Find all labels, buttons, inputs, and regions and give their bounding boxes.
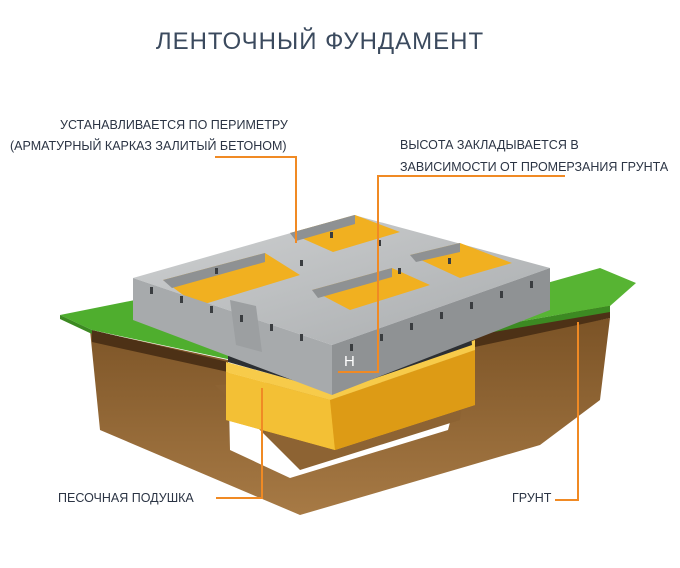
height-callout-line: [338, 175, 565, 373]
soil-label: ГРУНТ: [512, 491, 552, 505]
perimeter-callout-line: [215, 156, 297, 243]
height-marker: Н: [344, 353, 355, 370]
callout-lines: [215, 156, 579, 501]
sand-callout-line: [216, 388, 263, 499]
concrete-foundation: [133, 215, 550, 395]
soil-callout-line: [555, 322, 579, 501]
perimeter-label-line2: (АРМАТУРНЫЙ КАРКАЗ ЗАЛИТЫЙ БЕТОНОМ): [10, 139, 287, 153]
sand-cushion: [226, 340, 475, 450]
page-title: ЛЕНТОЧНЫЙ ФУНДАМЕНТ: [155, 28, 485, 55]
height-label-line1: ВЫСОТА ЗАКЛАДЫВАЕТСЯ В: [400, 138, 579, 152]
sand-cushion-label: ПЕСОЧНАЯ ПОДУШКА: [58, 491, 194, 505]
height-label-line2: ЗАВИСИМОСТИ ОТ ПРОМЕРЗАНИЯ ГРУНТА: [400, 160, 669, 174]
perimeter-label-line1: УСТАНАВЛИВАЕТСЯ ПО ПЕРИМЕТРУ: [60, 118, 288, 132]
